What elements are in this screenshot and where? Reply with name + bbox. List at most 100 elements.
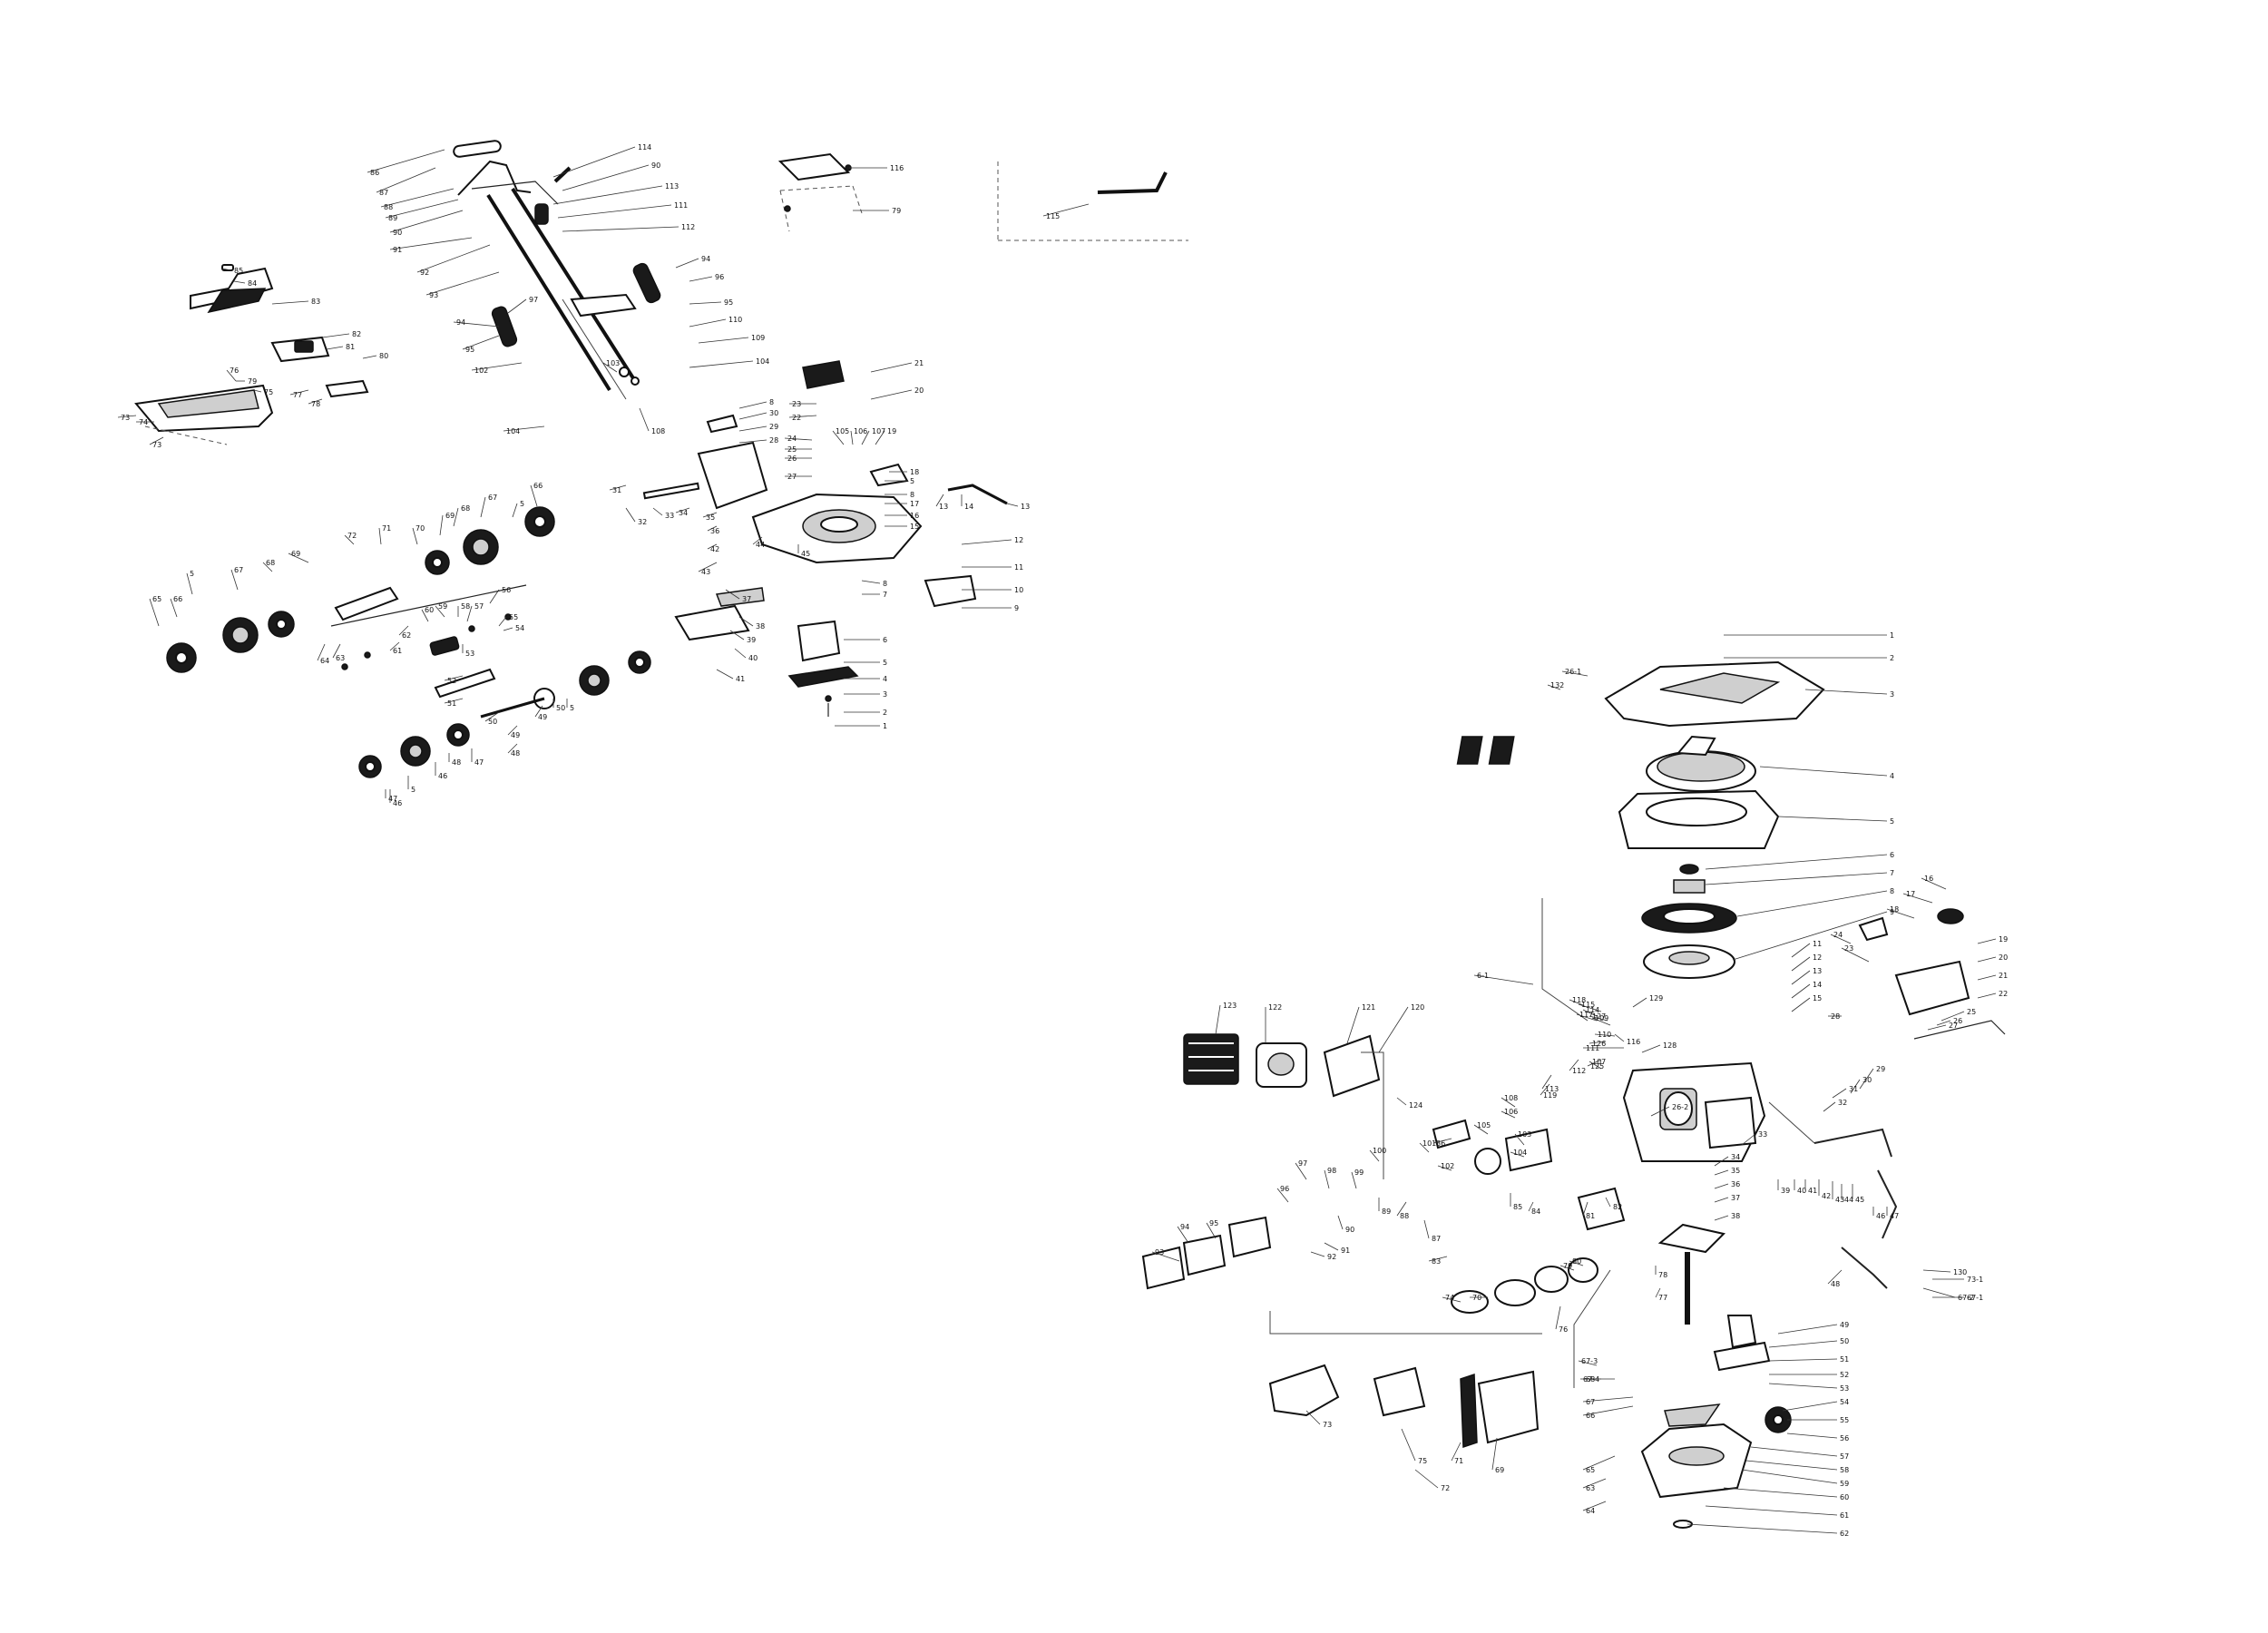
engine-label: 103 — [1518, 1130, 1531, 1139]
engine-label: 6-1 — [1477, 972, 1489, 980]
engine-leader-line — [1177, 1226, 1189, 1244]
engine-label: 87 — [1432, 1235, 1441, 1243]
mower-label: 66 — [533, 482, 543, 490]
mower-leader-line — [289, 389, 309, 396]
mower-label: 21 — [914, 359, 924, 367]
engine-label: 105 — [1477, 1121, 1491, 1129]
mower-leader-line — [444, 698, 464, 704]
mower-leader-line — [332, 643, 341, 659]
mower-label: 69 — [445, 512, 455, 520]
engine-label: 75 — [1418, 1457, 1427, 1465]
engine-label: 17 — [1906, 890, 1915, 898]
engine-leader-line — [1936, 1020, 1951, 1026]
engine-label: 97 — [1298, 1159, 1307, 1168]
engine-label: 122 — [1268, 1003, 1282, 1012]
mower-leader-line — [738, 412, 767, 420]
mower-leader-line — [462, 335, 500, 350]
engine-leader-line — [1759, 766, 1888, 777]
engine-leader-line — [1501, 1110, 1516, 1119]
mower-label: 105 — [836, 427, 849, 435]
engine-assembly — [1141, 660, 2006, 1529]
mower-leader-line — [961, 539, 1012, 545]
engine-label: 54 — [1840, 1398, 1849, 1406]
engine-label: 14 — [1813, 981, 1822, 989]
mower-leader-line — [625, 507, 636, 523]
engine-leader-line — [1714, 1156, 1729, 1167]
mower-label: 67 — [488, 494, 497, 502]
mower-label: 90 — [393, 229, 402, 237]
mower-label: 5 — [910, 477, 914, 485]
mower-leader-line — [221, 268, 232, 271]
engine-label: 48 — [1831, 1280, 1840, 1288]
mower-leader-line — [489, 589, 500, 604]
engine-leader-line — [1927, 1024, 1947, 1031]
engine-leader-line — [1428, 1256, 1448, 1262]
mower-label: 23 — [792, 400, 801, 408]
mower-label: 34 — [679, 509, 688, 517]
mower-label: 35 — [706, 513, 715, 522]
engine-leader-line — [1977, 956, 1997, 963]
mower-leader-line — [288, 552, 309, 563]
mower-label: 102 — [474, 367, 488, 375]
engine-label: 40 — [1797, 1187, 1806, 1195]
mower-label: 50 — [556, 704, 565, 712]
engine-leader-line — [1578, 1003, 1602, 1012]
engine-label: 3 — [1890, 690, 1894, 699]
engine-label: 85 — [1513, 1203, 1522, 1211]
engine-label: 57 — [1840, 1452, 1849, 1461]
engine-label: 91 — [1341, 1247, 1350, 1255]
mower-label: 38 — [756, 622, 765, 631]
mower-leader-line — [832, 430, 845, 445]
engine-label: 89 — [1382, 1208, 1391, 1216]
engine-label: 132 — [1550, 681, 1564, 689]
mower-label: 95 — [465, 346, 474, 354]
mower-leader-line — [376, 167, 436, 193]
engine-leader-line — [1295, 1162, 1307, 1180]
mower-leader-line — [507, 725, 518, 736]
mower-label: 5 — [570, 704, 574, 712]
mower-label: 50 — [488, 718, 497, 726]
mower-leader-line — [398, 625, 409, 636]
mower-label: 13 — [939, 503, 948, 511]
engine-label: 23 — [1844, 944, 1853, 953]
engine-leader-line — [1859, 1068, 1874, 1090]
engine-label: 83 — [1432, 1257, 1441, 1266]
engine-label: 119 — [1543, 1091, 1557, 1100]
mower-label: 59 — [438, 602, 447, 611]
engine-leader-line — [1559, 1265, 1575, 1271]
engine-leader-line — [1582, 1478, 1607, 1489]
mower-leader-line — [484, 711, 500, 722]
engine-leader-line — [1641, 1044, 1661, 1053]
mower-leader-line — [453, 507, 459, 527]
engine-label: 112 — [1572, 1067, 1586, 1075]
mower-label: 71 — [382, 524, 391, 533]
engine-leader-line — [1921, 877, 1947, 890]
mower-label: 62 — [402, 631, 411, 640]
engine-label: 55 — [1840, 1416, 1849, 1424]
engine-leader-line — [1555, 1305, 1561, 1330]
mower-leader-line — [725, 589, 740, 600]
mower-label: 97 — [529, 296, 538, 304]
mower-leader-line — [503, 627, 513, 631]
mower-label: 20 — [914, 386, 924, 395]
engine-leader-line — [1305, 1410, 1321, 1425]
mower-label: 68 — [266, 559, 275, 567]
mower-label: 92 — [420, 269, 429, 277]
engine-leader-line — [1576, 1013, 1598, 1022]
engine-leader-line — [1768, 1358, 1838, 1362]
mower-leader-line — [562, 164, 650, 191]
engine-leader-line — [1832, 1088, 1847, 1099]
engine-label: 111 — [1586, 1044, 1599, 1052]
engine-leader-line — [1437, 1165, 1452, 1171]
mower-leader-line — [652, 507, 663, 516]
mower-leader-line — [321, 333, 350, 338]
engine-leader-line — [1151, 1251, 1180, 1262]
mower-leader-line — [675, 507, 690, 513]
mower-label: 41 — [736, 675, 745, 683]
engine-label: 60 — [1840, 1493, 1849, 1501]
engine-label: 22 — [1999, 990, 2008, 998]
engine-label: 117 — [1579, 1011, 1593, 1019]
mower-label: 12 — [1014, 536, 1023, 544]
engine-label: 16 — [1924, 875, 1933, 883]
